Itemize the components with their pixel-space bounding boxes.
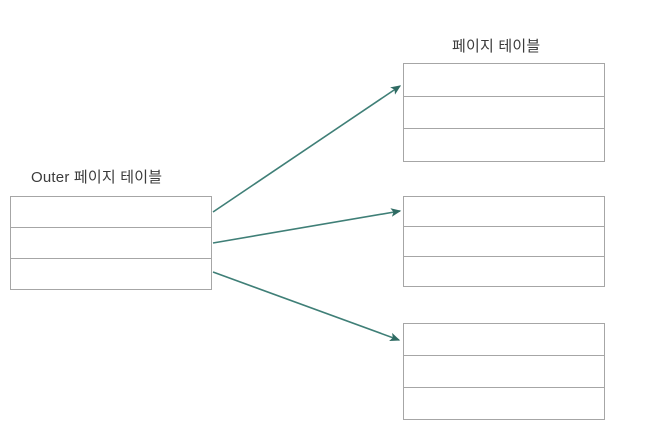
page-table-1-row bbox=[404, 129, 604, 162]
page-table-2-row bbox=[404, 197, 604, 227]
arrow-outer-row3-to-page-table-3 bbox=[212, 271, 401, 341]
outer-page-table bbox=[10, 196, 212, 290]
outer-page-table-row bbox=[11, 228, 211, 259]
page-table-3-row bbox=[404, 356, 604, 388]
page-table-1-row bbox=[404, 64, 604, 97]
page-table-2 bbox=[403, 196, 605, 287]
page-table-3-row bbox=[404, 388, 604, 419]
outer-page-table-label: Outer 페이지 테이블 bbox=[31, 169, 163, 186]
outer-page-table-row bbox=[11, 197, 211, 228]
page-table-3 bbox=[403, 323, 605, 420]
page-table-1-row bbox=[404, 96, 604, 130]
page-table-3-row bbox=[404, 324, 604, 356]
arrow-outer-row1-to-page-table-1 bbox=[212, 85, 402, 213]
page-table-1 bbox=[403, 63, 605, 162]
page-table-2-row bbox=[404, 227, 604, 257]
arrow-outer-row2-to-page-table-2 bbox=[212, 208, 402, 244]
page-table-label: 페이지 테이블 bbox=[452, 38, 541, 55]
outer-page-table-row bbox=[11, 259, 211, 289]
page-table-2-row bbox=[404, 257, 604, 286]
